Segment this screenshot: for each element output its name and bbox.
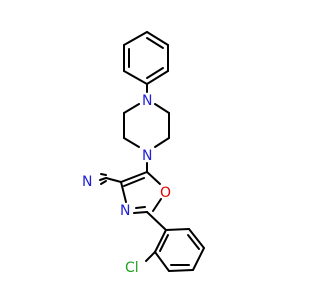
atom-n-nitrile: N [82, 174, 92, 190]
atom-n-piperazine-bottom: N [142, 148, 152, 164]
chlorophenyl-ring [154, 228, 205, 272]
molecule-drawing: N N O N N Cl [82, 31, 205, 276]
phenyl-ring [123, 31, 169, 85]
atom-n-oxazole: N [120, 203, 130, 219]
oxazole-ring [120, 171, 162, 214]
nitrile-group [99, 173, 122, 185]
atom-n-piperazine-top: N [142, 93, 152, 109]
atom-cl: Cl [125, 260, 139, 276]
structure-canvas: N N O N N Cl [82, 31, 205, 276]
bond-cl [145, 251, 156, 262]
piperazine-ring [123, 103, 170, 148]
bond-oxazole-aryl [146, 211, 167, 231]
atom-o-oxazole: O [160, 185, 171, 201]
